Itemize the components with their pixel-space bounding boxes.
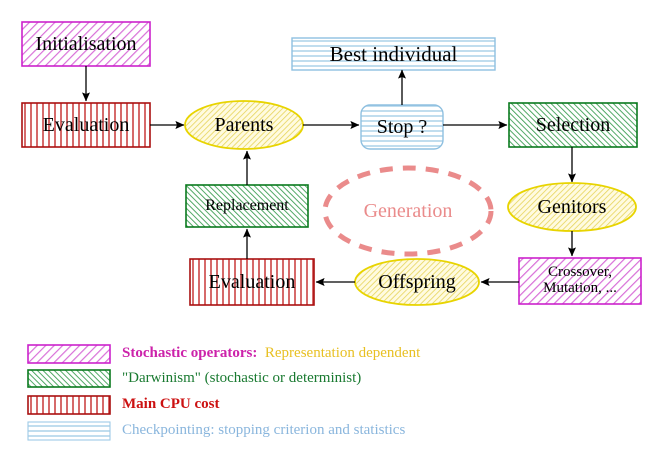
node-shape-genitors[interactable] bbox=[507, 182, 637, 232]
node-shape-evaluation-top[interactable] bbox=[21, 102, 151, 148]
node-shape-selection[interactable] bbox=[508, 102, 638, 148]
legend-swatch-green-diagonal bbox=[27, 369, 111, 388]
legend-label-main-cpu-cost: Main CPU cost bbox=[122, 396, 220, 412]
node-shape-best-individual[interactable] bbox=[291, 37, 496, 71]
node-shape-initialisation[interactable] bbox=[21, 21, 151, 67]
legend-label-representation-dependent: Representation dependent bbox=[264, 345, 421, 361]
legend-swatch-blue-horizontal bbox=[27, 421, 111, 441]
node-shape-offspring[interactable] bbox=[354, 258, 480, 306]
legend-row-stochastic-operators: Stochastic operators: Representation dep… bbox=[122, 345, 420, 362]
node-shape-replacement[interactable] bbox=[185, 184, 309, 228]
legend-label-checkpointing: Checkpointing: stopping criterion and st… bbox=[122, 422, 406, 438]
legend-swatch-red-vertical bbox=[27, 395, 111, 415]
legend-label-darwinism: "Darwinism" (stochastic or determinist) bbox=[122, 370, 362, 386]
legend-label-stochastic-operators: Stochastic operators: bbox=[122, 345, 258, 361]
legend-row-checkpointing: Checkpointing: stopping criterion and st… bbox=[122, 422, 405, 439]
node-shape-parents[interactable] bbox=[184, 100, 304, 150]
node-shape-generation bbox=[322, 165, 494, 257]
legend-row-darwinism: "Darwinism" (stochastic or determinist) bbox=[122, 370, 361, 387]
node-shape-stop[interactable] bbox=[360, 104, 444, 150]
legend-row-main-cpu-cost: Main CPU cost bbox=[122, 396, 220, 413]
node-shape-evaluation-bottom[interactable] bbox=[189, 258, 315, 306]
legend-swatch-magenta-diagonal bbox=[27, 344, 111, 364]
node-shape-crossover-mutation[interactable] bbox=[518, 257, 642, 305]
